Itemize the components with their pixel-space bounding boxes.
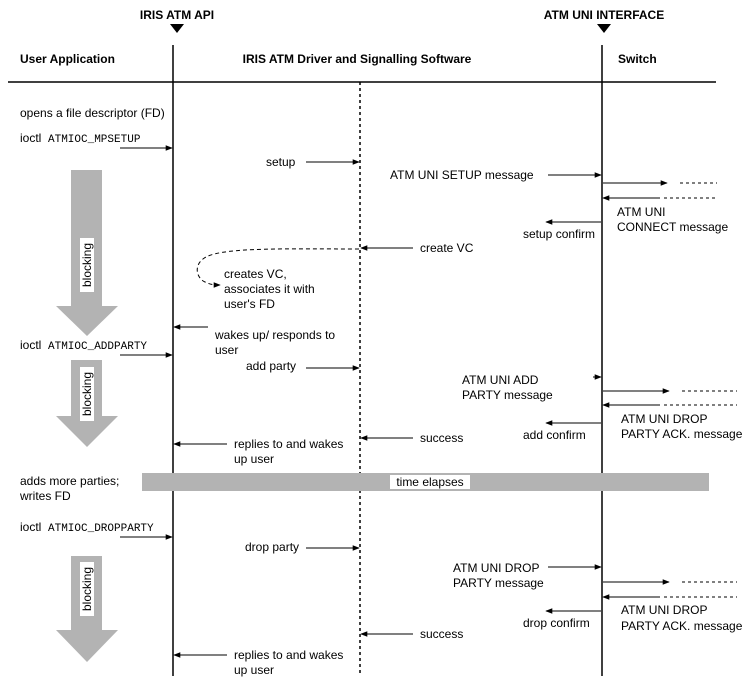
- ioctl-label-3: ioctl: [20, 520, 41, 534]
- create-vc-label: create VC: [420, 241, 474, 255]
- success-label-1: success: [420, 431, 463, 445]
- success-label-2: success: [420, 627, 463, 641]
- add-msg-line-1: ATM UNI ADD: [462, 373, 539, 387]
- adds-more-line-1: adds more parties;: [20, 474, 119, 488]
- add-ack-line-1: ATM UNI DROP: [621, 412, 707, 426]
- drop-msg-line-2: PARTY message: [453, 576, 544, 590]
- header-switch: Switch: [618, 52, 657, 66]
- setup-label: setup: [266, 155, 296, 169]
- blocking-label-box-1: [80, 238, 94, 292]
- replies-2-line-1: replies to and wakes: [234, 648, 343, 662]
- add-ack-line-2: PARTY ACK. message: [621, 427, 743, 441]
- wakes-up-line-2: user: [215, 343, 238, 357]
- add-msg-line-2: PARTY message: [462, 388, 553, 402]
- adds-more-line-2: writes FD: [19, 489, 71, 503]
- connect-line-2: CONNECT message: [617, 220, 728, 234]
- creates-vc-line-2: associates it with: [224, 282, 315, 296]
- blocking-label-box-2: [80, 367, 94, 421]
- blocking-label-box-3: [80, 562, 94, 616]
- add-confirm-label: add confirm: [523, 428, 586, 442]
- ioctl-label-2: ioctl: [20, 338, 41, 352]
- add-party-label: add party: [246, 359, 296, 373]
- iris-api-marker-icon: [170, 24, 184, 33]
- drop-ack-line-1: ATM UNI DROP: [621, 603, 707, 617]
- time-elapses-label-box: [390, 475, 470, 489]
- replies-1-line-1: replies to and wakes: [234, 437, 343, 451]
- ioctl-label-1: ioctl: [20, 131, 41, 145]
- opens-fd-text: opens a file descriptor (FD): [20, 106, 165, 120]
- setup-msg-label: ATM UNI SETUP message: [390, 168, 534, 182]
- mpsetup-label: ATMIOC_MPSETUP: [48, 134, 141, 146]
- header-driver: IRIS ATM Driver and Signalling Software: [243, 52, 472, 66]
- drop-party-label: drop party: [245, 540, 299, 554]
- time-elapses-label: time elapses: [396, 475, 463, 489]
- wakes-up-line-1: wakes up/ responds to: [214, 328, 335, 342]
- creates-vc-line-3: user's FD: [224, 297, 275, 311]
- blocking-label-3: blocking: [80, 567, 94, 611]
- setup-confirm-label: setup confirm: [523, 227, 595, 241]
- replies-2-line-2: up user: [234, 663, 274, 677]
- header-iris-api: IRIS ATM API: [140, 8, 214, 22]
- creates-vc-curve-arrow: [196, 248, 360, 288]
- replies-1-line-2: up user: [234, 452, 274, 466]
- dropparty-label: ATMIOC_DROPPARTY: [48, 523, 154, 535]
- header-uni-interface: ATM UNI INTERFACE: [544, 8, 664, 22]
- uni-interface-marker-icon: [597, 24, 611, 33]
- drop-confirm-label: drop confirm: [523, 616, 590, 630]
- blocking-label-1: blocking: [80, 243, 94, 287]
- addparty-label: ATMIOC_ADDPARTY: [48, 341, 147, 353]
- blocking-label-2: blocking: [80, 372, 94, 416]
- drop-msg-line-1: ATM UNI DROP: [453, 561, 539, 575]
- header-user-application: User Application: [20, 52, 115, 66]
- connect-line-1: ATM UNI: [617, 205, 665, 219]
- drop-ack-line-2: PARTY ACK. message: [621, 619, 743, 633]
- creates-vc-line-1: creates VC,: [224, 267, 287, 281]
